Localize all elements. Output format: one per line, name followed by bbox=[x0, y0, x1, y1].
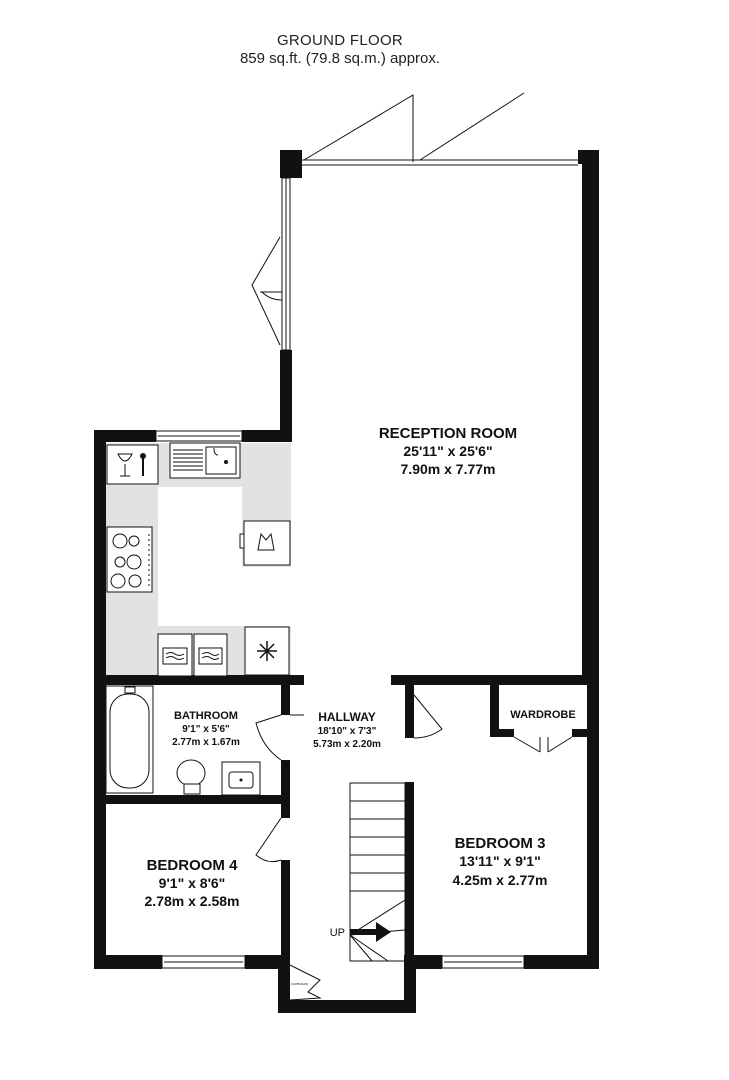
hallway-metric: 5.73m x 2.20m bbox=[313, 739, 381, 750]
wardrobe-name: WARDROBE bbox=[510, 709, 575, 721]
windows bbox=[155, 177, 525, 969]
stairs-up-label: UP bbox=[330, 927, 345, 939]
washing-machine-icon bbox=[239, 520, 291, 566]
bedroom-4-metric: 2.78m x 2.58m bbox=[145, 893, 240, 909]
bedroom-4-imperial: 9'1" x 8'6" bbox=[159, 875, 226, 891]
fridge-freezer-icon bbox=[244, 626, 290, 676]
floor-title: GROUND FLOOR bbox=[276, 32, 404, 49]
stairs-arrow-icon bbox=[350, 922, 391, 942]
hob-icon bbox=[106, 526, 153, 593]
reception-room-metric: 7.90m x 7.77m bbox=[401, 461, 496, 477]
sink-icon bbox=[169, 442, 241, 479]
label-bathroom: BATHROOM 9'1" x 5'6" 2.77m x 1.67m bbox=[172, 710, 240, 748]
bedroom-3-metric: 4.25m x 2.77m bbox=[453, 872, 548, 888]
bath-icon bbox=[105, 685, 154, 794]
cupboard-label: CUPBOARD bbox=[291, 982, 309, 986]
floor-area: 859 sq.ft. (79.8 sq.m.) approx. bbox=[239, 50, 441, 67]
label-bedroom-3: BEDROOM 3 13'11" x 9'1" 4.25m x 2.77m bbox=[453, 835, 548, 888]
bedroom-3-name: BEDROOM 3 bbox=[455, 835, 546, 852]
bifold-doors-left bbox=[251, 236, 283, 346]
toilet-icon bbox=[176, 759, 206, 795]
bedroom-3-imperial: 13'11" x 9'1" bbox=[459, 853, 540, 869]
reception-room-name: RECEPTION ROOM bbox=[379, 425, 517, 442]
basin-icon bbox=[221, 761, 261, 796]
door-swings bbox=[255, 694, 573, 1001]
bathroom-name: BATHROOM bbox=[174, 710, 238, 722]
bifold-doors-top bbox=[302, 92, 578, 166]
label-reception-room: RECEPTION ROOM 25'11" x 25'6" 7.90m x 7.… bbox=[379, 425, 517, 477]
bedroom-4-name: BEDROOM 4 bbox=[147, 857, 239, 874]
hallway-imperial: 18'10" x 7'3" bbox=[318, 726, 377, 737]
bathroom-imperial: 9'1" x 5'6" bbox=[182, 724, 230, 735]
reception-room-imperial: 25'11" x 25'6" bbox=[403, 443, 492, 459]
label-bedroom-4: BEDROOM 4 9'1" x 8'6" 2.78m x 2.58m bbox=[145, 857, 240, 909]
walls bbox=[94, 150, 599, 1013]
hallway-name: HALLWAY bbox=[318, 710, 376, 724]
label-wardrobe: WARDROBE bbox=[510, 709, 575, 721]
dishwasher-icon bbox=[157, 633, 228, 677]
label-hallway: HALLWAY 18'10" x 7'3" 5.73m x 2.20m bbox=[313, 710, 381, 750]
wine-glass-icon bbox=[106, 444, 159, 485]
bathroom-metric: 2.77m x 1.67m bbox=[172, 737, 240, 748]
